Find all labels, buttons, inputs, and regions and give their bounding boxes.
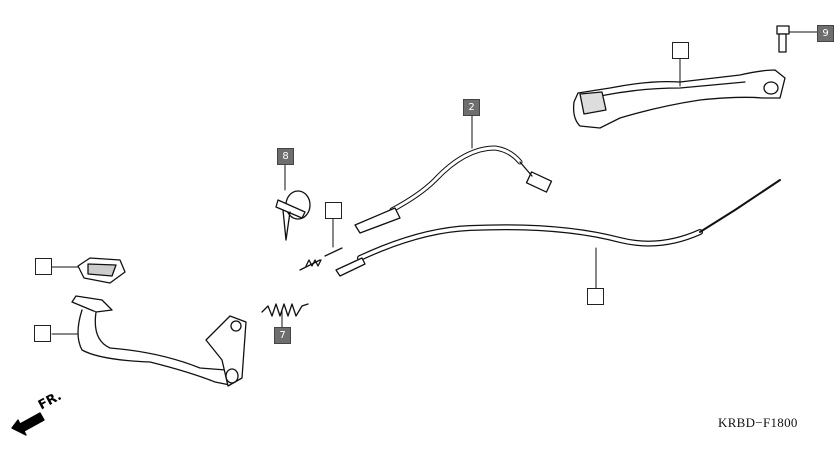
cable-band-drawing (275, 164, 311, 241)
callout-brake-pedal[interactable] (34, 325, 51, 342)
callout-brake-light-switch[interactable]: 2 (463, 99, 480, 116)
callout-gearshift-pedal[interactable] (672, 42, 689, 59)
cotter-pin-drawing (299, 218, 343, 271)
switch-cable-drawing (354, 115, 553, 234)
pedal-rubber-drawing (51, 257, 126, 284)
diagram-code: KRBD−F1800 (718, 415, 798, 430)
gearshift-pedal-drawing (572, 58, 786, 129)
brake-pedal-drawing (51, 295, 247, 387)
rear-brake-cable-drawing (335, 179, 781, 289)
callout-rear-brake-cable[interactable] (587, 288, 604, 305)
return-spring-drawing (261, 303, 309, 328)
callout-cable-band[interactable]: 8 (277, 148, 294, 165)
callout-flange-bolt[interactable]: 9 (817, 25, 834, 42)
callout-return-spring[interactable]: 7 (274, 327, 291, 344)
front-direction-arrow-icon (11, 412, 45, 436)
bolt-drawing (776, 25, 818, 53)
callout-cotter-pin[interactable] (325, 202, 342, 219)
callout-brake-pedal-rubber[interactable] (35, 258, 52, 275)
